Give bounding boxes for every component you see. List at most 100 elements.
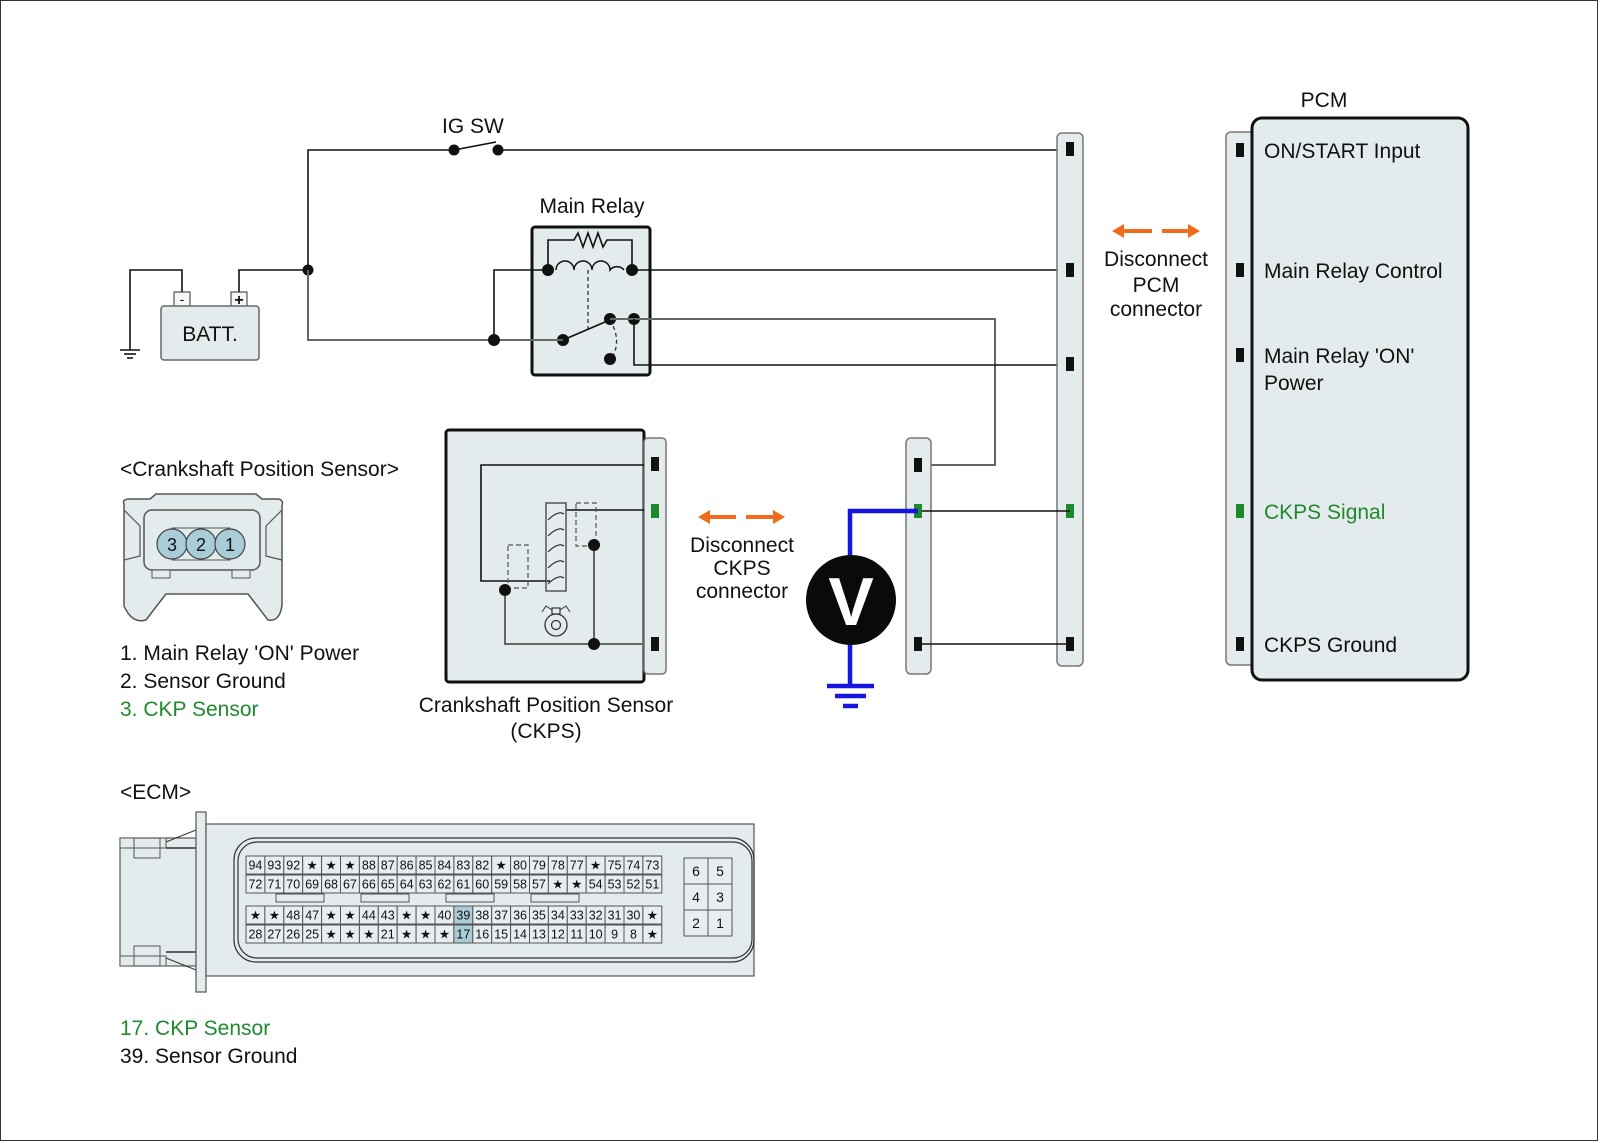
ig-switch-contact [492, 144, 504, 156]
main-relay: Main Relay [488, 195, 652, 377]
ecm-pin-number: 32 [589, 909, 603, 923]
disconnect-pcm-arrows: Disconnect PCM connector [1104, 224, 1208, 321]
ecm-pin-number: 40 [437, 909, 451, 923]
pcm-pin [1236, 504, 1244, 518]
ecm-pin-number: 48 [286, 909, 300, 923]
ecm-pin-number: 31 [608, 909, 622, 923]
ecm-pin-number: 52 [626, 878, 640, 892]
ecm-pin-number: 47 [305, 909, 319, 923]
battery-positive-terminal: + [234, 292, 243, 309]
ecm-aux-pin-cell [683, 883, 709, 911]
ckps-connector-title: <Crankshaft Position Sensor> [120, 458, 399, 481]
ckps-connector-pin-number: 2 [196, 535, 206, 555]
pcm-pin-label: ON/START Input [1264, 140, 1421, 163]
ecm-pin-unused: ★ [420, 928, 431, 942]
ecm-pin-number: 43 [381, 909, 395, 923]
ecm-pin-number: 63 [419, 878, 433, 892]
ecm-pin-unused: ★ [325, 928, 336, 942]
ecm-pin-number: 51 [645, 878, 659, 892]
ecm-pin-number: 84 [437, 859, 451, 873]
ecm-pin-number: 54 [589, 878, 603, 892]
ecm-pin-unused: ★ [307, 859, 318, 873]
pcm-pin [1236, 263, 1244, 277]
ecm-aux-pin-number: 5 [716, 863, 724, 879]
ckps-connector-pin-number: 1 [225, 535, 235, 555]
ecm-pin-number: 93 [267, 859, 281, 873]
ecm-pin-number: 82 [475, 859, 489, 873]
ecm-pin-number: 61 [456, 878, 470, 892]
ecm-pin-unused: ★ [647, 909, 658, 923]
ecm-pin-unused: ★ [647, 928, 658, 942]
ecm-pin-unused: ★ [363, 928, 374, 942]
ecm-pin-cell [642, 874, 663, 894]
ecm-pin-unused: ★ [344, 909, 355, 923]
ecm-aux-pin-cell [707, 909, 733, 937]
ckps-caption: (CKPS) [510, 720, 581, 743]
ecm-pin-number: 36 [513, 909, 527, 923]
ecm-pin-number: 69 [305, 878, 319, 892]
ecm-pin-number: 67 [343, 878, 357, 892]
ecm-legend-item: 39. Sensor Ground [120, 1045, 297, 1068]
ecm-pin-number: 8 [630, 928, 637, 942]
battery: - + BATT. [120, 264, 314, 361]
ecm-pin-unused: ★ [439, 928, 450, 942]
ecm-pin-unused: ★ [325, 909, 336, 923]
ecm-pin-number: 94 [248, 859, 262, 873]
ecm-legend-item: 17. CKP Sensor [120, 1017, 270, 1040]
ecm-pin-number: 17 [456, 928, 470, 942]
ecm-pin-number: 74 [626, 859, 640, 873]
ecm-pin-unused: ★ [344, 928, 355, 942]
ecm-pin-number: 92 [286, 859, 300, 873]
ecm-pin-cell [642, 905, 663, 925]
battery-label: BATT. [182, 323, 238, 346]
ecm-pin-number: 44 [362, 909, 376, 923]
pcm-pin [1236, 348, 1244, 362]
voltmeter-symbol: V [828, 564, 873, 640]
ecm-pin-number: 60 [475, 878, 489, 892]
ecm-pin-number: 12 [551, 928, 565, 942]
voltmeter-icon [806, 555, 896, 645]
ecm-pin-number: 72 [248, 878, 262, 892]
ecm-pin-number: 70 [286, 878, 300, 892]
pcm-pin [1236, 637, 1244, 651]
ecm-pin-number: 15 [494, 928, 508, 942]
ecm-pin-number: 65 [381, 878, 395, 892]
ecm-pin-number: 59 [494, 878, 508, 892]
ecm-pin-number: 13 [532, 928, 546, 942]
ecm-pin-unused: ★ [552, 878, 563, 892]
pcm-pin-label: CKPS Signal [1264, 501, 1385, 524]
ecm-pin-number: 9 [611, 928, 618, 942]
ecm-pin-number: 78 [551, 859, 565, 873]
ecm-pin-unused: ★ [401, 909, 412, 923]
battery-negative-terminal: - [180, 291, 185, 307]
ecm-pin-number: 21 [381, 928, 395, 942]
disconnect-ckps-arrows: Disconnect CKPS connector [690, 510, 794, 603]
ecm-pin-number: 79 [532, 859, 546, 873]
voltmeter: V [806, 508, 918, 709]
pcm-pin-label: CKPS Ground [1264, 634, 1397, 657]
ecm-pin-number: 37 [494, 909, 508, 923]
ecm-pin-number: 34 [551, 909, 565, 923]
pcm-pin [1236, 143, 1244, 157]
ckps-sensor: Crankshaft Position Sensor (CKPS) [419, 428, 673, 743]
ckps-legend-item: 2. Sensor Ground [120, 670, 286, 693]
ecm-pin-number: 85 [419, 859, 433, 873]
ecm-pin-unused: ★ [590, 859, 601, 873]
ecm-pin-number: 27 [267, 928, 281, 942]
ecm-pin-number: 57 [532, 878, 546, 892]
ecm-pin-unused: ★ [420, 909, 431, 923]
ecm-pin-number: 62 [437, 878, 451, 892]
ecm-pin-number: 53 [608, 878, 622, 892]
ecm-pin-number: 35 [532, 909, 546, 923]
disconnect-ckps-text: connector [696, 580, 788, 603]
ecm-pin-unused: ★ [325, 859, 336, 873]
pcm-harness-connector [1056, 132, 1084, 667]
disconnect-pcm-text: connector [1110, 298, 1202, 321]
ecm-pin-number: 25 [305, 928, 319, 942]
ckps-legend-item: 1. Main Relay 'ON' Power [120, 642, 359, 665]
ckps-caption: Crankshaft Position Sensor [419, 694, 673, 717]
ecm-pin-number: 26 [286, 928, 300, 942]
